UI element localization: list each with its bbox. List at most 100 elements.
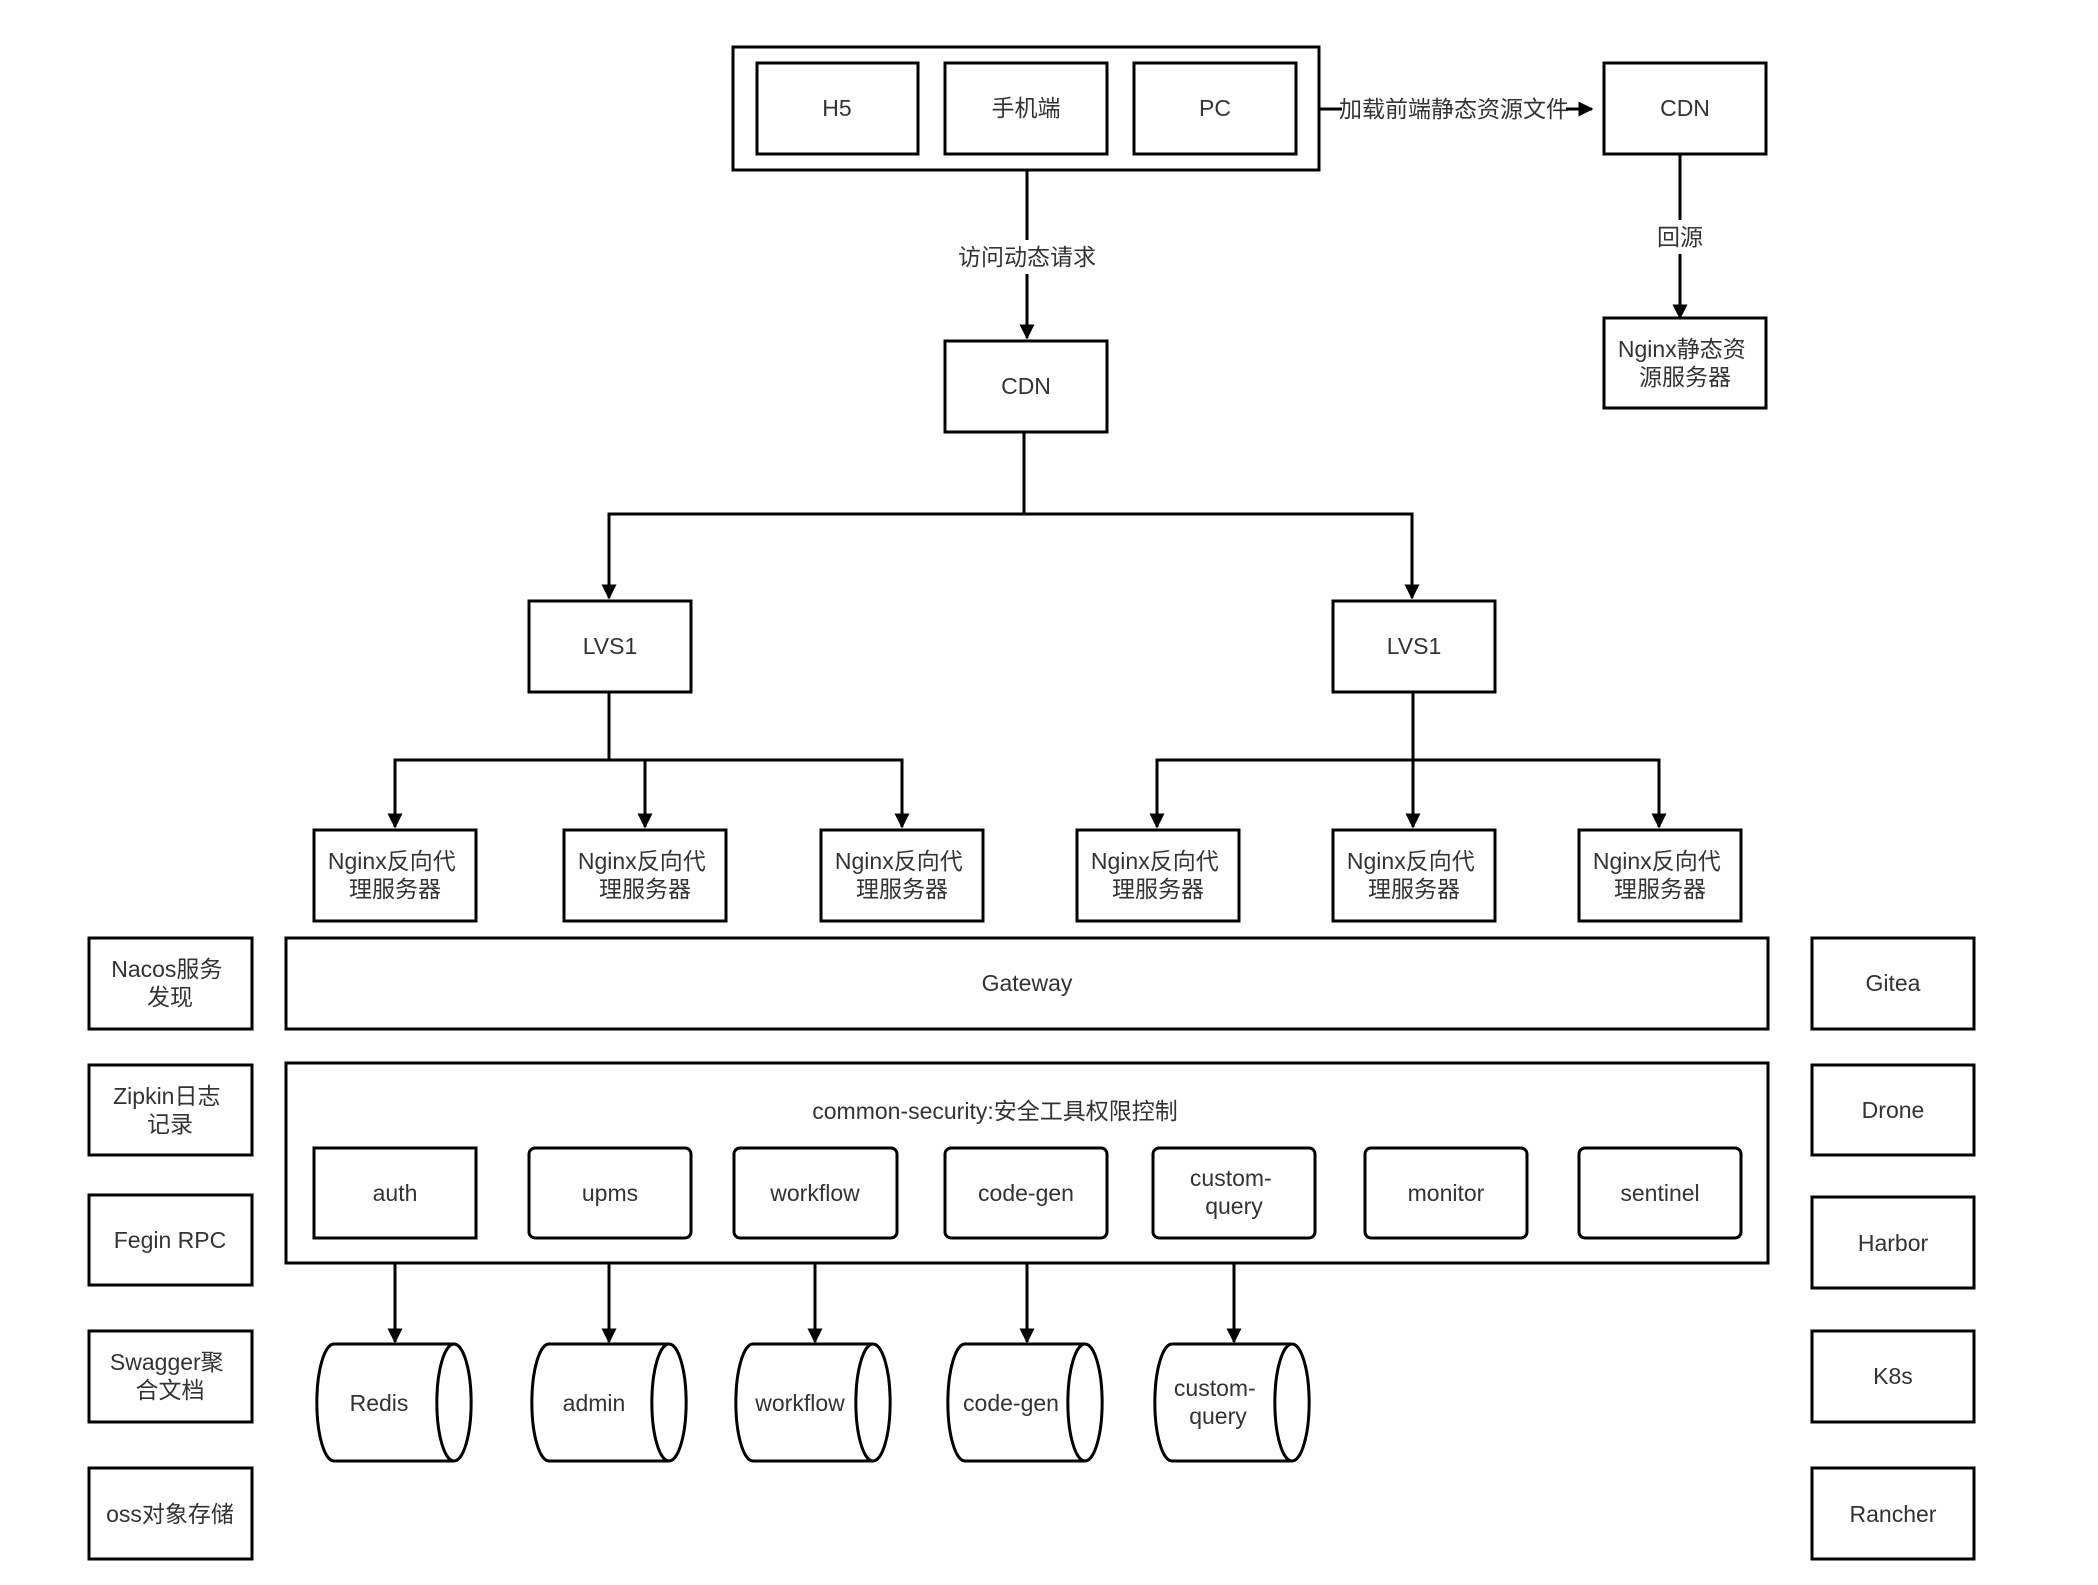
client-pc[interactable]: PC xyxy=(1132,61,1298,156)
gateway-box xyxy=(284,936,1770,1031)
service-upms[interactable]: upms xyxy=(527,1146,693,1240)
nginx-proxy-6-label: Nginx反向代 理服务器 xyxy=(1593,848,1727,902)
service-workflow[interactable]: workflow xyxy=(732,1146,899,1240)
tool-oss-box xyxy=(87,1466,254,1561)
security-block: common-security:安全工具权限控制 auth upms workf… xyxy=(284,1061,1770,1265)
lvs-left-label: LVS1 xyxy=(583,633,638,659)
cdn-main-node[interactable]: CDN xyxy=(943,339,1109,434)
tool-oss-label: oss对象存储 xyxy=(106,1501,234,1527)
service-auth-box xyxy=(312,1146,478,1240)
tool-nacos-label: Nacos服务 发现 xyxy=(111,956,229,1010)
db-redis[interactable]: Redis xyxy=(315,1342,473,1463)
service-custom-query-line-1: custom- xyxy=(1190,1165,1272,1191)
db-redis-label: Redis xyxy=(350,1390,409,1416)
nginx-proxy-1-line-2: 理服务器 xyxy=(349,876,441,902)
db-code-gen[interactable]: code-gen xyxy=(946,1342,1104,1463)
tool-harbor[interactable]: Harbor xyxy=(1810,1195,1976,1290)
tool-swagger-line-1: Swagger聚 xyxy=(110,1349,224,1375)
lvs-right-box xyxy=(1331,599,1497,694)
tool-rancher[interactable]: Rancher xyxy=(1810,1466,1976,1561)
tool-drone[interactable]: Drone xyxy=(1810,1063,1976,1157)
tool-zipkin-line-1: Zipkin日志 xyxy=(113,1083,220,1109)
nginx-proxy-1[interactable]: Nginx反向代 理服务器 xyxy=(312,828,478,923)
tool-nacos[interactable]: Nacos服务 发现 xyxy=(87,936,254,1031)
nginx-proxy-6[interactable]: Nginx反向代 理服务器 xyxy=(1577,828,1743,923)
service-code-gen-label: code-gen xyxy=(978,1180,1074,1206)
cdn-static-label: CDN xyxy=(1660,95,1710,121)
nginx-static-label-line-1: Nginx静态资 xyxy=(1618,336,1746,362)
edge-label-bg-back-to-origin xyxy=(1652,220,1708,254)
nginx-static-box xyxy=(1602,316,1768,410)
lvs-right-node[interactable]: LVS1 xyxy=(1331,599,1497,694)
edge-lvs-left-to-nginx-2 xyxy=(609,758,653,829)
nginx-proxy-4-line-1: Nginx反向代 xyxy=(1091,848,1219,874)
client-mobile[interactable]: 手机端 xyxy=(943,61,1109,156)
client-mobile-box xyxy=(943,61,1109,156)
db-workflow[interactable]: workflow xyxy=(734,1342,892,1463)
cdn-static-node[interactable]: CDN xyxy=(1602,61,1768,156)
db-admin[interactable]: admin xyxy=(530,1342,688,1463)
database-row: Redis admin workflow code-gen custom- qu… xyxy=(315,1342,1311,1463)
service-monitor[interactable]: monitor xyxy=(1363,1146,1529,1240)
service-sentinel[interactable]: sentinel xyxy=(1577,1146,1743,1240)
service-code-gen[interactable]: code-gen xyxy=(943,1146,1109,1240)
nginx-proxy-3-label: Nginx反向代 理服务器 xyxy=(835,848,969,902)
tool-zipkin-label: Zipkin日志 记录 xyxy=(113,1083,227,1137)
tool-nacos-line-2: 发现 xyxy=(147,984,193,1010)
tool-swagger[interactable]: Swagger聚 合文档 xyxy=(87,1329,254,1424)
client-group: H5 手机端 PC xyxy=(731,45,1321,172)
tool-oss[interactable]: oss对象存储 xyxy=(87,1466,254,1561)
left-tools-column: Nacos服务 发现 Zipkin日志 记录 Fegin RPC Swagger… xyxy=(87,936,254,1561)
db-custom-query-label: custom- query xyxy=(1174,1375,1262,1429)
tool-k8s[interactable]: K8s xyxy=(1810,1329,1976,1424)
service-monitor-label: monitor xyxy=(1408,1180,1485,1206)
edge-lvs-left-to-nginx-1 xyxy=(387,758,609,829)
nginx-proxy-5-line-2: 理服务器 xyxy=(1368,876,1460,902)
client-h5-label: H5 xyxy=(822,95,851,121)
db-custom-query-line-1: custom- xyxy=(1174,1375,1256,1401)
edge-label-load-static: 加载前端静态资源文件 xyxy=(1339,96,1569,122)
nginx-proxy-4[interactable]: Nginx反向代 理服务器 xyxy=(1075,828,1241,923)
tool-harbor-box xyxy=(1810,1195,1976,1290)
nginx-proxy-3-box xyxy=(819,828,985,923)
gateway-node[interactable]: Gateway xyxy=(284,936,1770,1031)
service-custom-query-line-2: query xyxy=(1205,1193,1263,1219)
client-h5[interactable]: H5 xyxy=(755,61,920,156)
security-title: common-security:安全工具权限控制 xyxy=(812,1098,1177,1124)
tool-harbor-label: Harbor xyxy=(1858,1230,1929,1256)
nginx-proxy-3[interactable]: Nginx反向代 理服务器 xyxy=(819,828,985,923)
nginx-proxy-1-box xyxy=(312,828,478,923)
client-pc-box xyxy=(1132,61,1298,156)
service-custom-query-label: custom- query xyxy=(1190,1165,1278,1219)
tool-swagger-box xyxy=(87,1329,254,1424)
nginx-static-node[interactable]: Nginx静态资 源服务器 xyxy=(1602,316,1768,410)
service-auth-label: auth xyxy=(373,1180,418,1206)
lvs-right-label: LVS1 xyxy=(1387,633,1442,659)
tool-fegin-rpc[interactable]: Fegin RPC xyxy=(87,1193,254,1287)
nginx-proxy-2[interactable]: Nginx反向代 理服务器 xyxy=(562,828,728,923)
nginx-proxy-3-line-2: 理服务器 xyxy=(856,876,948,902)
service-auth[interactable]: auth xyxy=(312,1146,478,1240)
nginx-proxy-5[interactable]: Nginx反向代 理服务器 xyxy=(1331,828,1497,923)
db-code-gen-label: code-gen xyxy=(963,1390,1059,1416)
nginx-proxy-4-box xyxy=(1075,828,1241,923)
edge-lvs-right-to-nginx-6 xyxy=(1413,758,1667,829)
edge-label-bg-load-static xyxy=(1342,92,1566,126)
tool-gitea-label: Gitea xyxy=(1866,970,1921,996)
lvs-left-node[interactable]: LVS1 xyxy=(527,599,693,694)
service-custom-query[interactable]: custom- query xyxy=(1151,1146,1317,1240)
db-admin-cap xyxy=(650,1342,670,1463)
nginx-proxy-row: Nginx反向代 理服务器 Nginx反向代 理服务器 Nginx反向代 理服务… xyxy=(312,828,1743,923)
tool-gitea[interactable]: Gitea xyxy=(1810,936,1976,1031)
edge-lvs-right-to-nginx-4 xyxy=(1149,758,1413,829)
db-custom-query[interactable]: custom- query xyxy=(1153,1342,1311,1463)
client-h5-box xyxy=(755,61,920,156)
db-workflow-cap xyxy=(854,1342,874,1463)
tool-zipkin[interactable]: Zipkin日志 记录 xyxy=(87,1063,254,1157)
edge-label-back-to-origin: 回源 xyxy=(1657,224,1703,250)
service-upms-box xyxy=(527,1146,693,1240)
db-code-gen-cap xyxy=(1066,1342,1086,1463)
tool-rancher-label: Rancher xyxy=(1850,1501,1937,1527)
tool-k8s-box xyxy=(1810,1329,1976,1424)
